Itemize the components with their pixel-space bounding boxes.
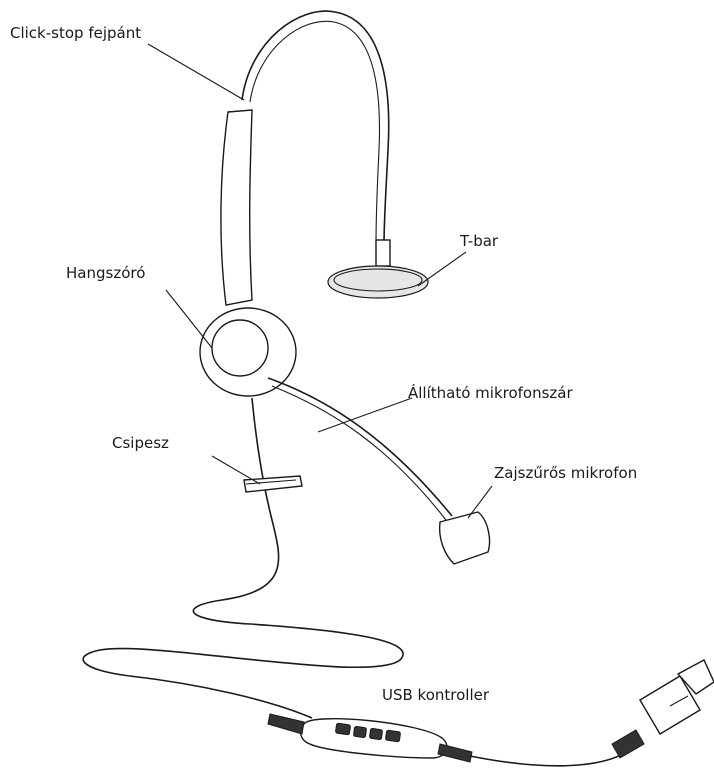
label-mic: Zajszűrős mikrofon: [494, 464, 637, 482]
label-clip: Csipesz: [112, 434, 169, 452]
label-boom: Állítható mikrofonszár: [408, 384, 573, 402]
leader-speaker: [166, 290, 212, 348]
mic-head: [440, 512, 490, 564]
tbar-pad: [328, 266, 428, 298]
label-headband: Click-stop fejpánt: [10, 24, 141, 42]
leader-tbar: [418, 252, 466, 286]
speaker-inner: [212, 320, 268, 376]
leader-clip: [212, 456, 260, 484]
leader-boom: [318, 398, 412, 432]
label-speaker: Hangszóró: [66, 264, 145, 282]
tbar-stem: [376, 240, 390, 266]
headband-slider: [221, 110, 252, 305]
label-tbar: T-bar: [460, 232, 498, 250]
headband: [242, 11, 389, 245]
leader-headband: [148, 44, 244, 100]
label-usb: USB kontroller: [382, 686, 489, 704]
